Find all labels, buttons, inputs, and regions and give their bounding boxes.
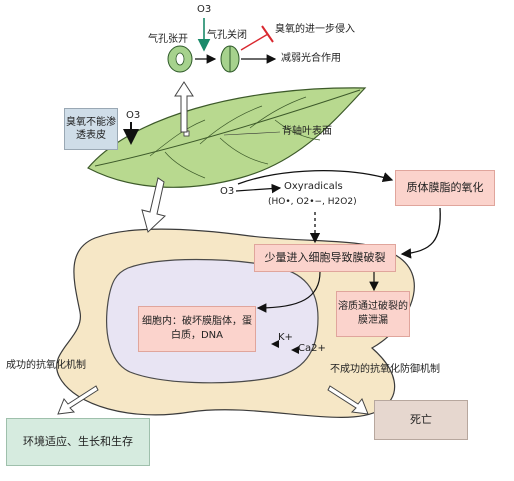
death-outcome-text: 死亡 bbox=[410, 413, 432, 426]
k-ion-label: K+ bbox=[278, 332, 293, 343]
ozone-cannot-penetrate-text: 臭氧不能渗透表皮 bbox=[66, 117, 116, 141]
open-stomata-icon bbox=[167, 45, 193, 73]
death-outcome-box: 死亡 bbox=[374, 400, 468, 440]
ozone-cannot-penetrate-box: 臭氧不能渗透表皮 bbox=[64, 108, 118, 150]
leaf-to-stomata-arrow bbox=[174, 81, 194, 133]
membrane-rupture-box: 少量进入细胞导致膜破裂 bbox=[254, 244, 396, 272]
abaxial-surface-label: 背轴叶表面 bbox=[282, 126, 332, 137]
oxyradicals-label: Oxyradicals bbox=[284, 181, 343, 192]
stomata-open-label: 气孔张开 bbox=[148, 34, 188, 45]
leaf-to-cell-arrow bbox=[141, 177, 167, 233]
leaf bbox=[87, 87, 367, 188]
oxyradicals-formula-label: (HO•, O2•−, H2O2) bbox=[268, 197, 357, 207]
membrane-rupture-text: 少量进入细胞导致膜破裂 bbox=[264, 251, 386, 264]
unsuccessful-antioxidant-label: 不成功的抗氧化防御机制 bbox=[330, 364, 440, 375]
failure-arrow bbox=[327, 385, 369, 415]
stomata-closed-label: 气孔关闭 bbox=[207, 30, 247, 41]
solute-leakage-text: 溶质通过破裂的膜泄漏 bbox=[338, 301, 408, 326]
solute-leakage-box: 溶质通过破裂的膜泄漏 bbox=[336, 291, 410, 337]
membrane-oxidation-box: 质体膜脂的氧化 bbox=[395, 170, 495, 206]
intracellular-damage-text: 细胞内：破坏膜脂体，蛋白质，DNA bbox=[142, 316, 252, 341]
successful-antioxidant-label: 成功的抗氧化机制 bbox=[6, 360, 86, 371]
o3-top-label: O3 bbox=[197, 4, 212, 15]
intracellular-damage-box: 细胞内：破坏膜脂体，蛋白质，DNA bbox=[138, 306, 256, 352]
o3-left-label: O3 bbox=[126, 110, 141, 121]
leaf-midrib bbox=[94, 89, 361, 167]
membrane-oxidation-text: 质体膜脂的氧化 bbox=[406, 181, 484, 194]
ca-ion-label: Ca2+ bbox=[298, 343, 326, 354]
adaptation-outcome-text: 环境适应、生长和生存 bbox=[23, 435, 133, 448]
success-arrow bbox=[57, 385, 99, 415]
o3-middle-label: O3 bbox=[220, 186, 235, 197]
photosynthesis-reduced-label: 减弱光合作用 bbox=[281, 53, 341, 64]
ozone-further-entry-label: 臭氧的进一步侵入 bbox=[275, 24, 355, 35]
adaptation-outcome-box: 环境适应、生长和生存 bbox=[6, 418, 150, 466]
closed-stomata-icon bbox=[220, 45, 240, 73]
